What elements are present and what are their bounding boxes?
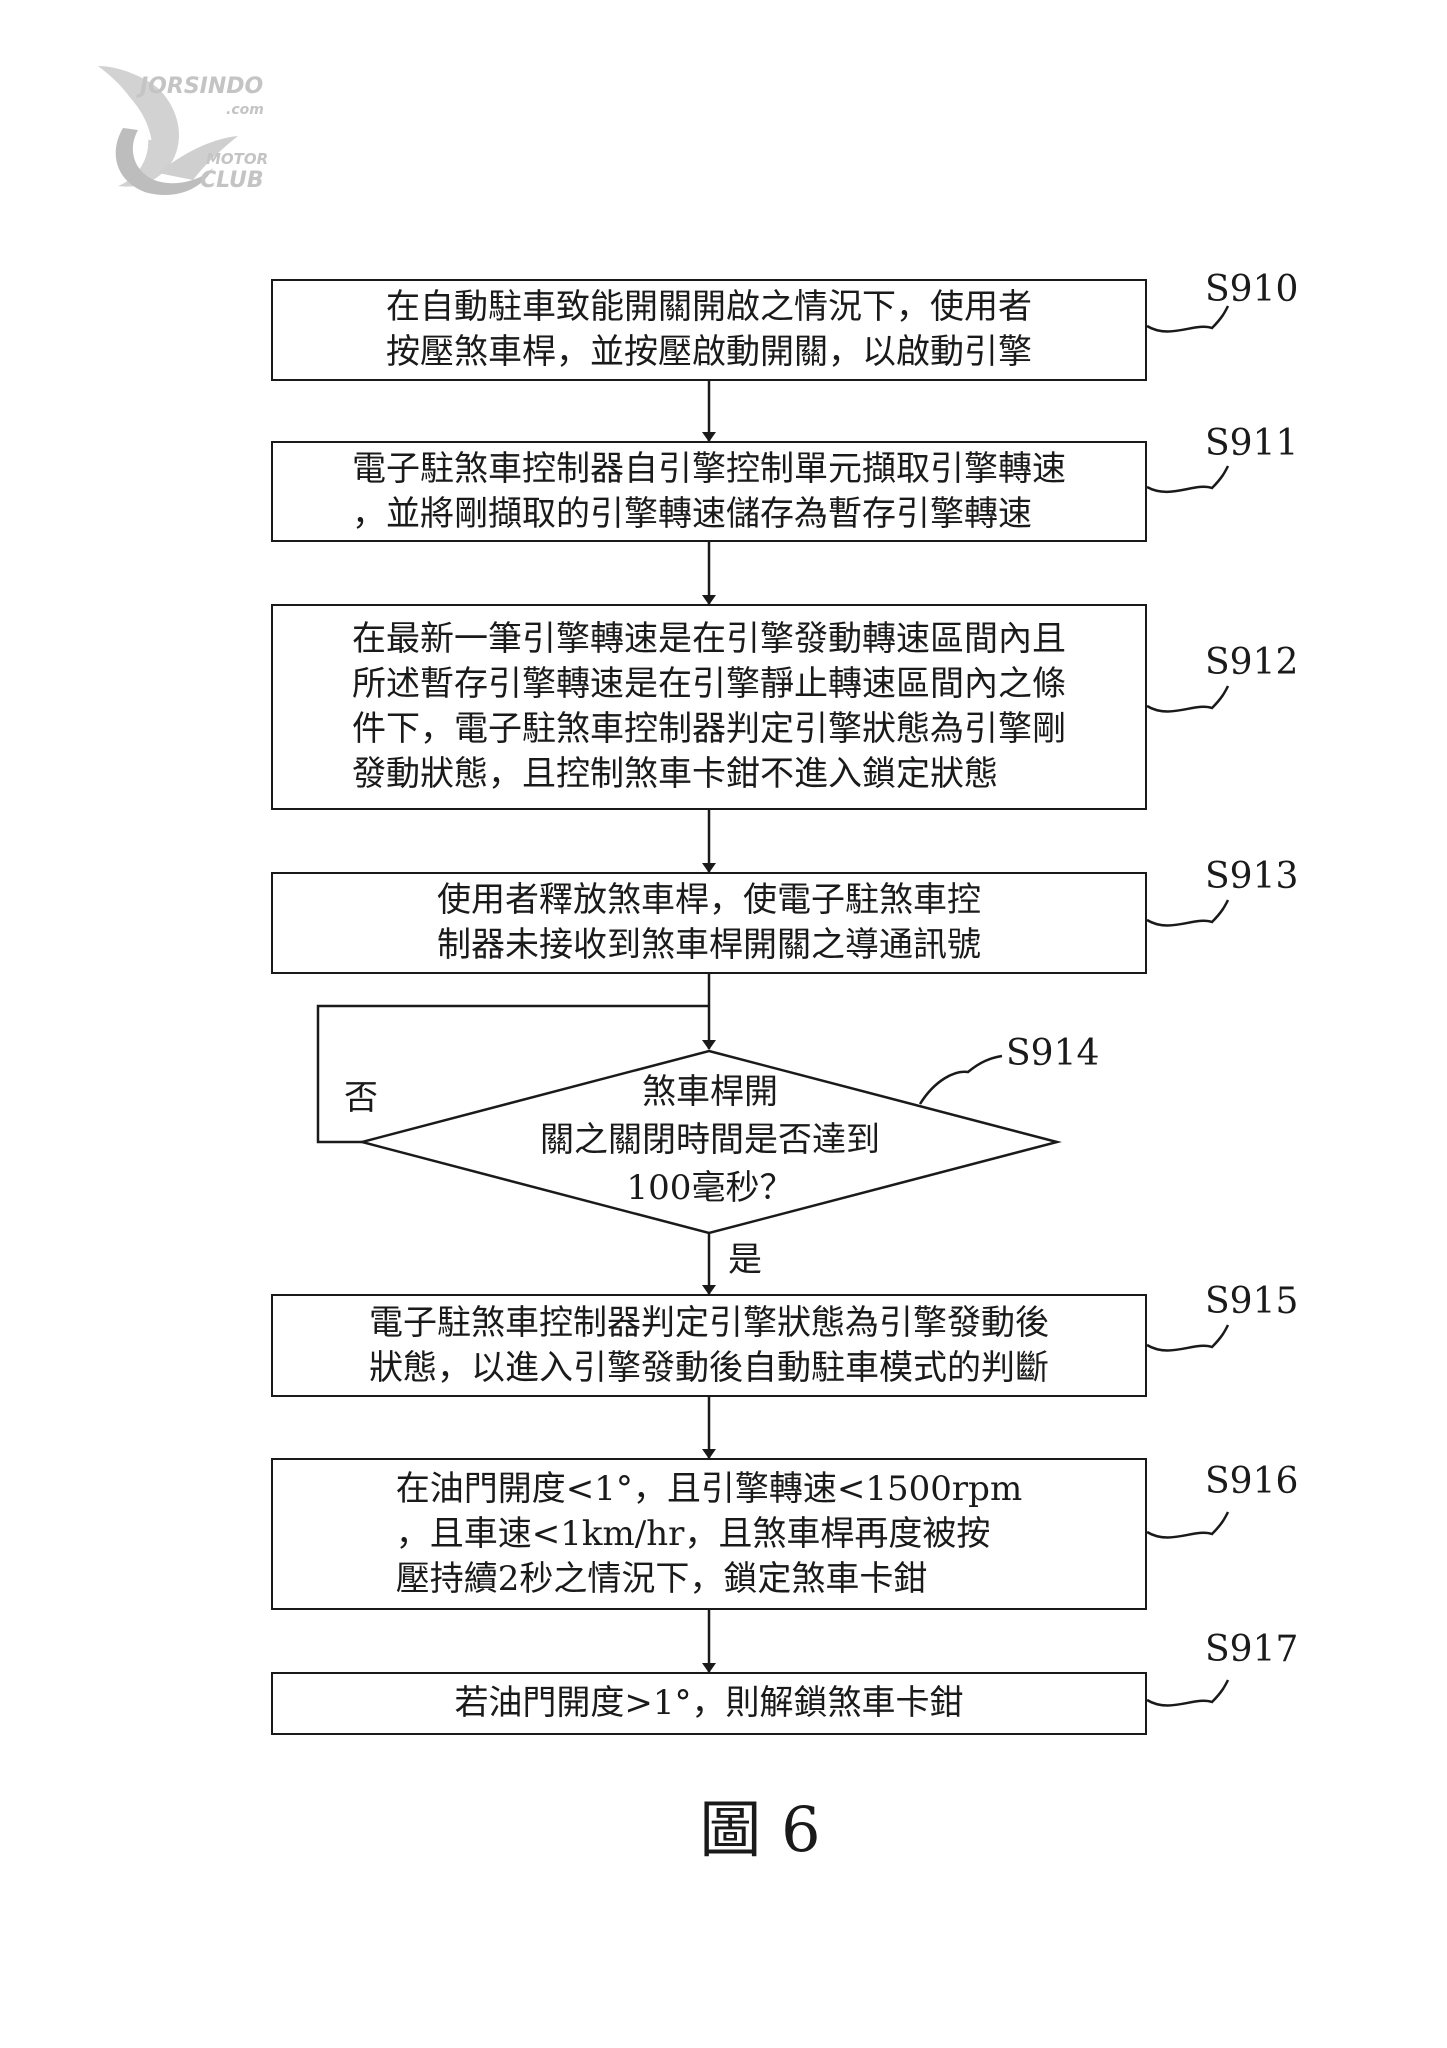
branch-label-yes: 是 [728, 1240, 762, 1280]
watermark-logo: JORSINDO .com MOTOR CLUB [88, 58, 298, 208]
step-box-s915: 電子駐煞車控制器判定引擎狀態為引擎發動後 狀態，以進入引擎發動後自動駐車模式的判… [271, 1294, 1147, 1397]
logo-club: CLUB [200, 168, 264, 193]
step-label-s915: S915 [1205, 1281, 1299, 1322]
step-label-s914: S914 [1006, 1033, 1100, 1074]
loop-back-line [316, 1004, 709, 1144]
step-text-s916: 在油門開度<1°，且引擎轉速<1500rpm ，且車速<1km/hr，且煞車桿再… [395, 1468, 1023, 1599]
step-label-s913: S913 [1205, 856, 1299, 897]
step-box-s917: 若油門開度>1°，則解鎖煞車卡鉗 [271, 1672, 1147, 1735]
step-text-s911: 電子駐煞車控制器自引擎控制單元擷取引擎轉速 ，並將剛擷取的引擎轉速儲存為暫存引擎… [352, 448, 1066, 534]
logo-name: JORSINDO [140, 74, 264, 99]
step-box-s911: 電子駐煞車控制器自引擎控制單元擷取引擎轉速 ，並將剛擷取的引擎轉速儲存為暫存引擎… [271, 441, 1147, 542]
leader-s917 [1146, 1679, 1230, 1707]
step-box-s913: 使用者釋放煞車桿，使電子駐煞車控 制器未接收到煞車桿開關之導通訊號 [271, 872, 1147, 974]
step-text-s917: 若油門開度>1°，則解鎖煞車卡鉗 [454, 1683, 964, 1723]
step-label-s911: S911 [1205, 423, 1299, 464]
step-label-s917: S917 [1205, 1629, 1299, 1670]
step-box-s910: 在自動駐車致能開關開啟之情況下，使用者 按壓煞車桿，並按壓啟動開關，以啟動引擎 [271, 279, 1147, 381]
leader-s914 [918, 1054, 1003, 1105]
leader-s912 [1146, 685, 1230, 713]
step-box-s912: 在最新一筆引擎轉速是在引擎發動轉速區間內且 所述暫存引擎轉速是在引擎靜止轉速區間… [271, 604, 1147, 810]
step-label-s910: S910 [1205, 269, 1299, 310]
leader-s910 [1146, 305, 1230, 333]
step-text-s913: 使用者釋放煞車桿，使電子駐煞車控 制器未接收到煞車桿開關之導通訊號 [437, 880, 981, 965]
leader-s916 [1146, 1511, 1230, 1539]
figure-caption: 圖 6 [699, 1793, 821, 1866]
logo-motor: MOTOR [206, 150, 269, 168]
branch-label-no: 否 [344, 1078, 378, 1118]
decision-text-s914: 煞車桿開 關之關閉時間是否達到 100毫秒？ [540, 1072, 880, 1208]
step-text-s915: 電子駐煞車控制器判定引擎狀態為引擎發動後 狀態，以進入引擎發動後自動駐車模式的判… [369, 1302, 1049, 1388]
logo-emblem-icon [98, 66, 238, 196]
leader-s915 [1146, 1324, 1230, 1352]
leader-s911 [1146, 465, 1230, 493]
step-text-s910: 在自動駐車致能開關開啟之情況下，使用者 按壓煞車桿，並按壓啟動開關，以啟動引擎 [386, 287, 1032, 372]
leader-s913 [1146, 899, 1230, 927]
step-label-s916: S916 [1205, 1461, 1299, 1502]
step-box-s916: 在油門開度<1°，且引擎轉速<1500rpm ，且車速<1km/hr，且煞車桿再… [271, 1458, 1147, 1610]
logo-domain: .com [226, 102, 264, 118]
step-text-s912: 在最新一筆引擎轉速是在引擎發動轉速區間內且 所述暫存引擎轉速是在引擎靜止轉速區間… [352, 619, 1066, 794]
step-label-s912: S912 [1205, 642, 1299, 683]
